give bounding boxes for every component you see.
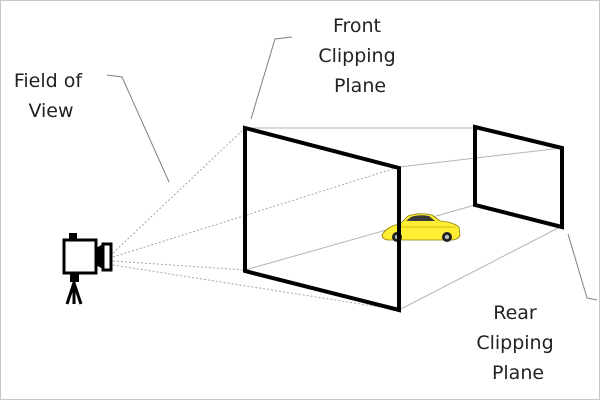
rear-clipping-plane bbox=[473, 124, 564, 230]
edge-top-right bbox=[398, 147, 563, 168]
guide-line-lower bbox=[112, 260, 246, 271]
guide-line-upper bbox=[112, 166, 400, 258]
guide-line-bottom bbox=[112, 264, 400, 311]
frustum-edge-lines bbox=[244, 127, 563, 311]
rear-clipping-plane-label: Rear Clipping Plane bbox=[476, 302, 559, 384]
callout-lines bbox=[106, 36, 598, 301]
guide-line-top bbox=[112, 127, 246, 254]
frustum-guide-lines bbox=[112, 127, 400, 311]
fov-callout bbox=[106, 74, 170, 183]
edge-bottom-right bbox=[398, 225, 563, 311]
front-clipping-plane bbox=[243, 125, 401, 313]
car-icon bbox=[381, 213, 461, 242]
rear-plane-callout bbox=[567, 233, 598, 301]
camera-on-tripod-icon bbox=[62, 233, 113, 305]
front-clipping-plane-label: Front Clipping Plane bbox=[318, 15, 401, 97]
field-of-view-label: Field of View bbox=[14, 70, 88, 122]
edge-bottom-left bbox=[244, 204, 476, 271]
front-plane-callout bbox=[250, 36, 293, 120]
